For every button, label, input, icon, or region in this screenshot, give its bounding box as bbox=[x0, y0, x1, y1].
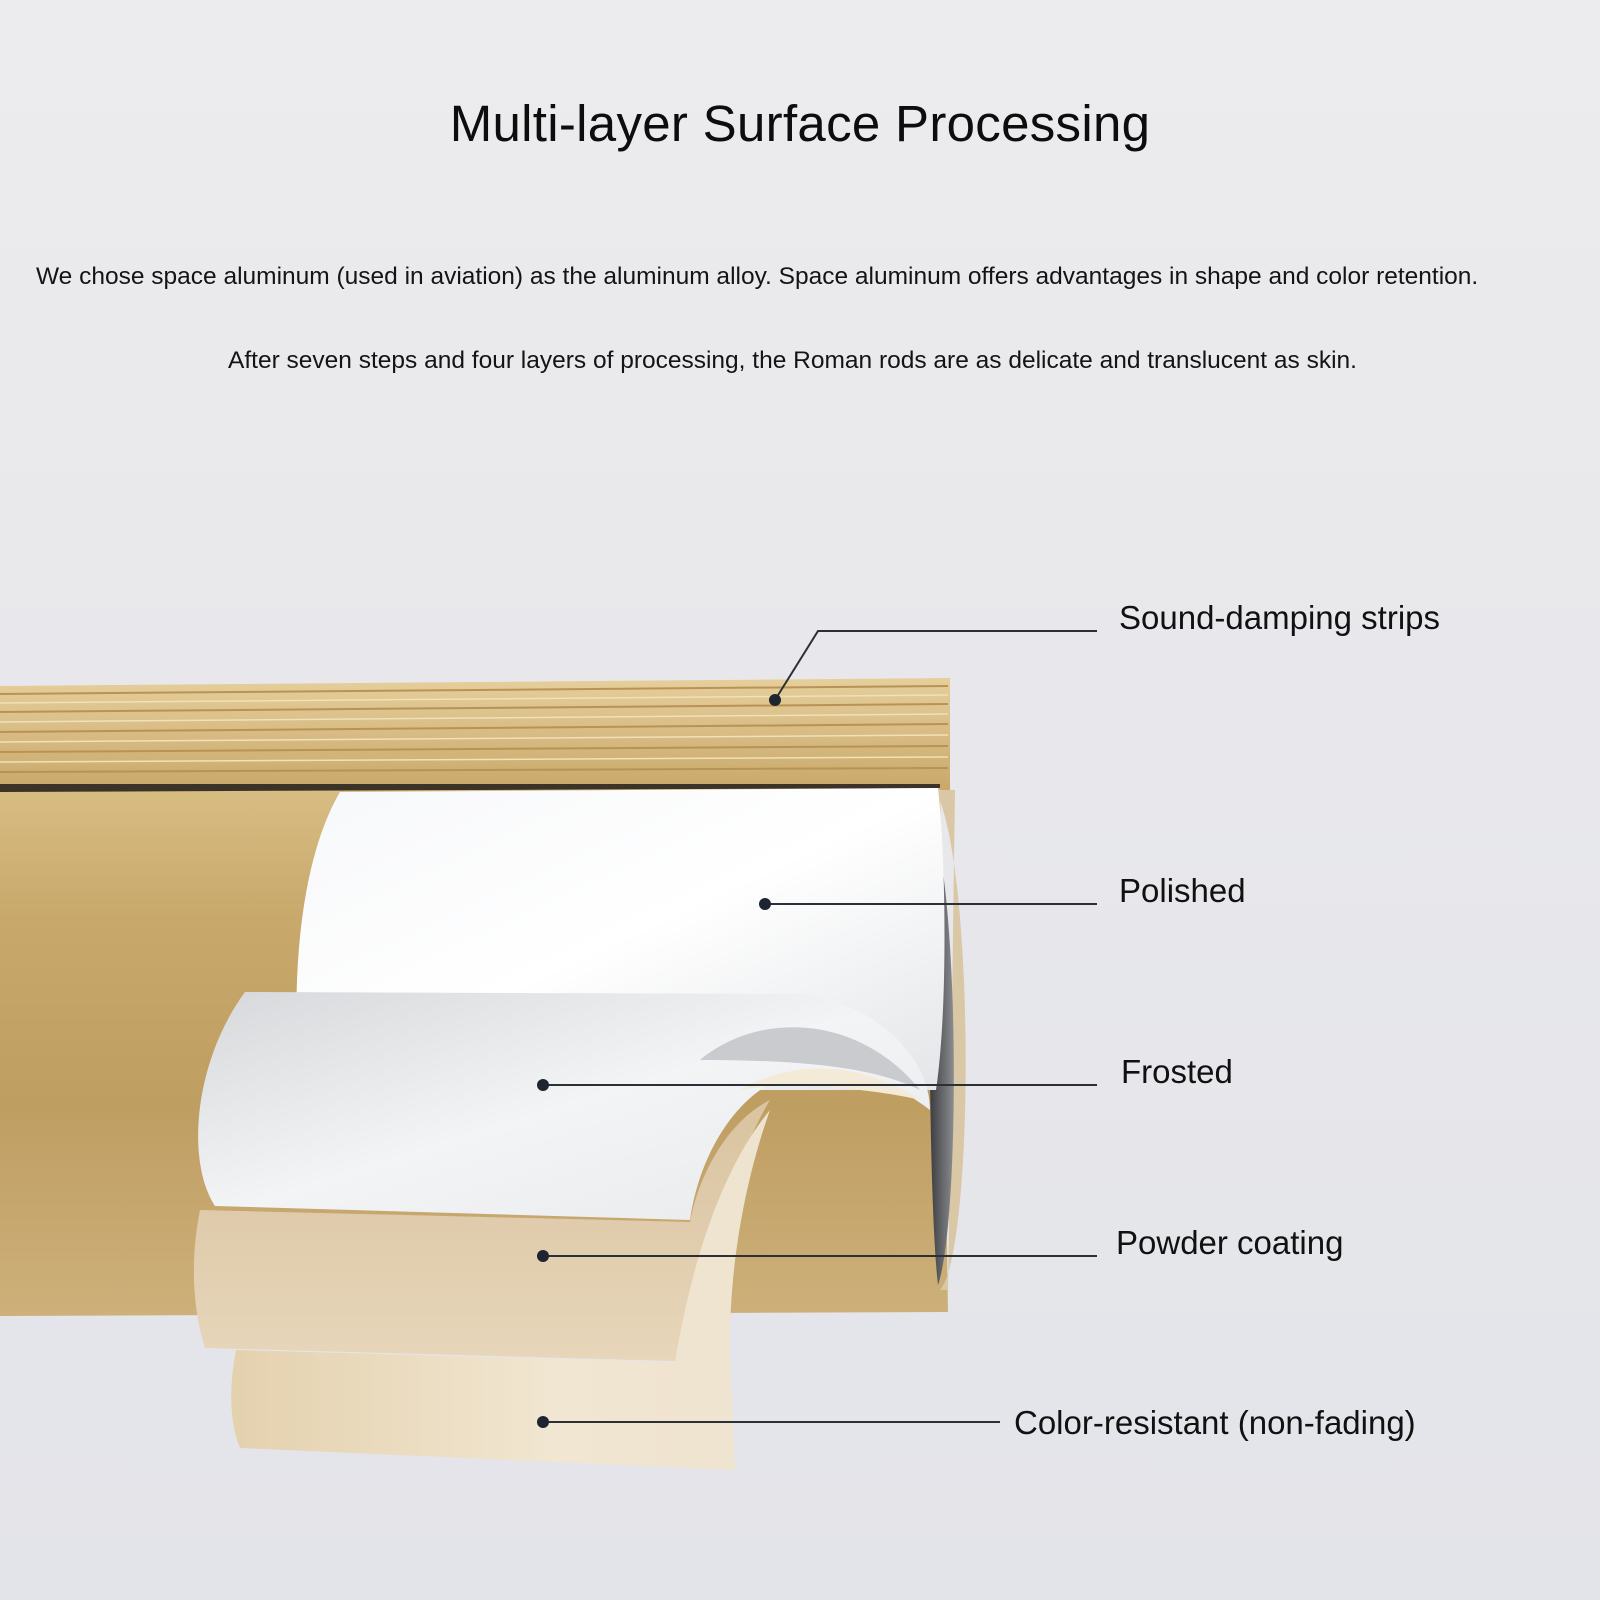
label-sound-damping-strips: Sound-damping strips bbox=[1119, 599, 1441, 636]
dot-color bbox=[537, 1416, 549, 1428]
rod-end-cap bbox=[935, 790, 966, 1290]
description-line-1: We chose space aluminum (used in aviatio… bbox=[36, 263, 1479, 290]
description-line-2: After seven steps and four layers of pro… bbox=[228, 347, 1357, 374]
leader-dots bbox=[537, 694, 781, 1428]
label-polished: Polished bbox=[1119, 872, 1246, 909]
leader-lines bbox=[543, 630, 1097, 1423]
page-title: Multi-layer Surface Processing bbox=[449, 95, 1151, 152]
color-resistant-layer bbox=[231, 1110, 770, 1470]
label-frosted: Frosted bbox=[1121, 1053, 1233, 1090]
label-color-resistant: Color-resistant (non-fading) bbox=[1014, 1404, 1416, 1441]
sound-damping-strip-band bbox=[0, 678, 950, 792]
dot-polished bbox=[759, 898, 771, 910]
dot-sound-damping bbox=[769, 694, 781, 706]
dot-powder bbox=[537, 1250, 549, 1262]
powder-coating-layer bbox=[193, 1100, 771, 1362]
label-powder-coating: Powder coating bbox=[1116, 1224, 1344, 1261]
leader-sound-damping bbox=[774, 630, 1097, 701]
dot-frosted bbox=[537, 1079, 549, 1091]
